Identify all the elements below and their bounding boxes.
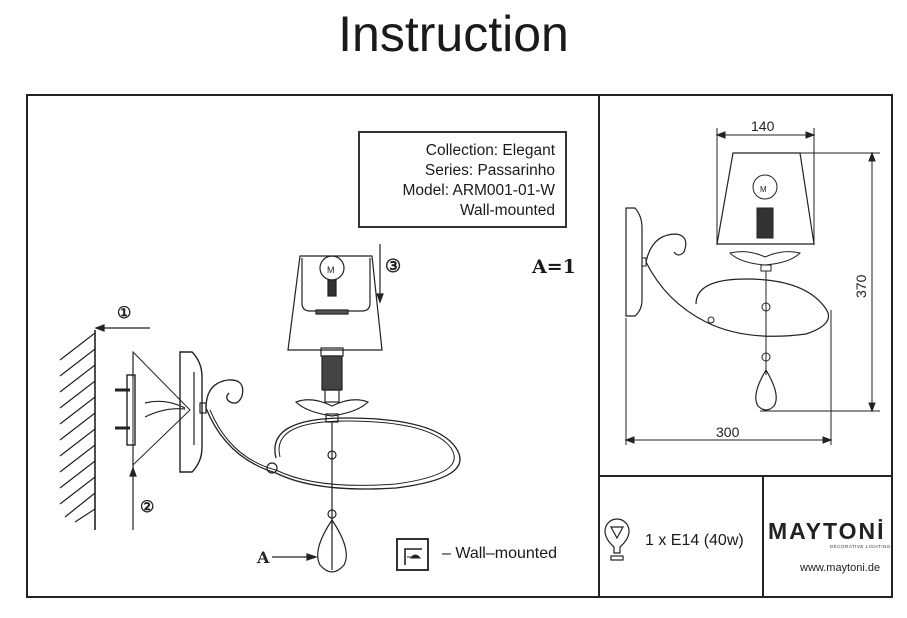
divider-vertical: [598, 94, 600, 598]
page-title: Instruction: [338, 6, 569, 62]
crystal-drop-icon: [317, 518, 347, 573]
wall-icon: [59, 330, 96, 530]
divider-horizontal: [598, 475, 893, 477]
part-quantity: A=1: [532, 256, 576, 278]
collection-label: Collection: Elegant: [425, 142, 555, 159]
step-1-label: ①: [117, 303, 131, 322]
step-3-label: ③: [385, 256, 401, 277]
brand-url[interactable]: www.maytoni.de: [800, 562, 881, 574]
svg-text:M: M: [760, 185, 767, 194]
bulb-spec: 1 x E14 (40w): [645, 532, 744, 549]
dim-projection: 300: [716, 424, 740, 440]
legend-text: – Wall–mounted: [442, 545, 558, 562]
mounting-bracket-icon: [115, 350, 191, 470]
light-bulb-icon-drawing: M: [315, 255, 349, 315]
wall-mount-icon: [396, 538, 429, 571]
dim-shade-width: 140: [751, 118, 775, 134]
svg-text:M: M: [327, 265, 335, 275]
mount-type-label: Wall-mounted: [459, 202, 555, 219]
product-info-box: Collection: Elegant Series: Passarinho M…: [358, 131, 567, 228]
series-label: Series: Passarinho: [424, 162, 555, 179]
brand-logo: MAYTONİ: [768, 518, 886, 544]
divider-footer: [762, 475, 764, 598]
step-2-label: ②: [140, 497, 154, 516]
dim-height: 370: [853, 274, 869, 298]
brand-tagline: DECORATIVE LIGHTING: [830, 544, 891, 549]
drawing-frame: [26, 94, 893, 598]
model-label: Model: ARM001-01-W: [402, 182, 555, 199]
part-a-label: A: [256, 548, 270, 567]
light-bulb-icon: [604, 518, 630, 561]
